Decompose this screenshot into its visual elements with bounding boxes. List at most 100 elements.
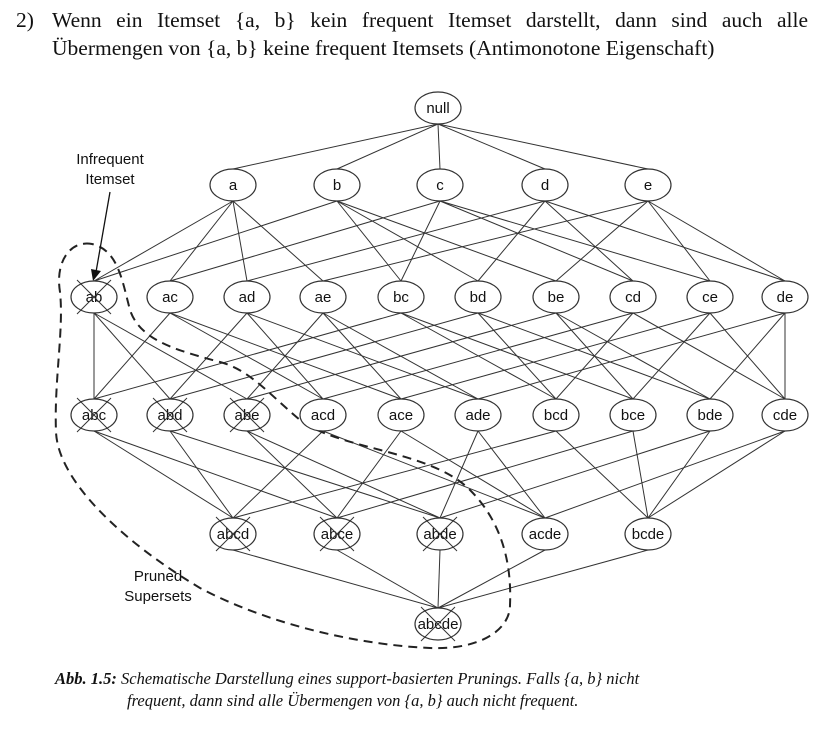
node-null: null [414, 91, 462, 125]
node-label-cde: cde [773, 407, 797, 424]
edge-bd-abd [169, 312, 479, 400]
node-ellipse-c [416, 168, 464, 202]
pruned-cross-abcde-1 [420, 606, 456, 642]
edge-ade-acde [477, 430, 546, 519]
edge-ad-abd [169, 312, 248, 400]
node-label-ad: ad [239, 289, 256, 306]
heading-line-2: Übermengen von {a, b} keine frequent Ite… [52, 36, 715, 60]
node-ellipse-ad [223, 280, 271, 314]
node-label-bde: bde [697, 407, 722, 424]
edge-null-a [232, 123, 439, 170]
node-label-ce: ce [702, 289, 718, 306]
node-label-acde: acde [529, 526, 562, 543]
heading-line-1: Wenn ein Itemset {a, b} kein frequent It… [52, 8, 808, 32]
edge-e-ce [647, 200, 711, 282]
edge-null-e [437, 123, 649, 170]
infrequent-label-line-2: Itemset [85, 171, 135, 188]
node-label-ace: ace [389, 407, 413, 424]
pruned-annotation: Pruned Supersets [124, 568, 192, 605]
infrequent-arrow-head [91, 269, 101, 281]
node-abde: abde [416, 516, 464, 552]
lattice-edges [93, 123, 786, 609]
node-de: de [761, 280, 809, 314]
edge-c-bc [400, 200, 441, 282]
edge-bcde-abcde [437, 549, 649, 609]
node-ellipse-cd [609, 280, 657, 314]
node-ellipse-cde [761, 398, 809, 432]
edge-abde-abcde [437, 549, 441, 609]
edge-acd-abcd [232, 430, 324, 519]
edge-bde-bcde [647, 430, 711, 519]
node-cd: cd [609, 280, 657, 314]
pruned-cross-abc-1 [76, 397, 112, 433]
edge-ade-abde [439, 430, 479, 519]
node-label-bcd: bcd [544, 407, 568, 424]
node-label-null: null [426, 100, 449, 117]
node-label-be: be [548, 289, 565, 306]
node-label-acd: acd [311, 407, 335, 424]
node-label-bd: bd [470, 289, 487, 306]
list-number: 2) [16, 8, 34, 32]
edge-abc-abce [93, 430, 338, 519]
pruned-cross-abce-1 [319, 516, 355, 552]
node-bd: bd [454, 280, 502, 314]
edge-bc-abc [93, 312, 402, 400]
node-label-bc: bc [393, 289, 409, 306]
node-label-de: de [777, 289, 794, 306]
node-ellipse-acde [521, 517, 569, 551]
node-c: c [416, 168, 464, 202]
edge-null-d [437, 123, 546, 170]
node-abce: abce [313, 516, 361, 552]
node-label-bce: bce [621, 407, 645, 424]
node-label-d: d [541, 177, 549, 194]
node-label-ade: ade [465, 407, 490, 424]
node-label-c: c [436, 177, 444, 194]
edge-abe-abde [246, 430, 441, 519]
edge-abc-abcd [93, 430, 234, 519]
node-label-bcde: bcde [632, 526, 665, 543]
node-ad: ad [223, 280, 271, 314]
node-e: e [624, 168, 672, 202]
pruned-region-boundary [54, 242, 512, 650]
node-label-cd: cd [625, 289, 641, 306]
node-ellipse-ae [299, 280, 347, 314]
edge-b-ab [93, 200, 338, 282]
node-bcde: bcde [624, 517, 672, 551]
pruned-cross-abde-1 [422, 516, 458, 552]
edge-c-cd [439, 200, 634, 282]
edge-e-de [647, 200, 786, 282]
node-ellipse-ace [377, 398, 425, 432]
node-label-ae: ae [315, 289, 332, 306]
edge-ae-ace [322, 312, 402, 400]
infrequent-annotation: Infrequent Itemset [76, 151, 145, 281]
node-ellipse-bc [377, 280, 425, 314]
edge-a-ab [93, 200, 234, 282]
node-ellipse-acd [299, 398, 347, 432]
edge-de-bde [709, 312, 786, 400]
node-be: be [532, 280, 580, 314]
edge-b-bc [336, 200, 402, 282]
node-ellipse-b [313, 168, 361, 202]
edge-a-ae [232, 200, 324, 282]
edge-abce-abcde [336, 549, 439, 609]
node-ellipse-bd [454, 280, 502, 314]
node-bcd: bcd [532, 398, 580, 432]
edge-be-abe [246, 312, 557, 400]
edge-ce-ace [400, 312, 711, 400]
node-ellipse-ac [146, 280, 194, 314]
edge-null-c [437, 123, 441, 170]
edge-abd-abcd [169, 430, 234, 519]
edge-bcd-abcd [232, 430, 557, 519]
infrequent-label-line-1: Infrequent [76, 151, 144, 168]
edge-a-ac [169, 200, 234, 282]
edge-cd-cde [632, 312, 786, 400]
node-ellipse-null [414, 91, 462, 125]
edge-abe-abce [246, 430, 338, 519]
edge-de-ade [477, 312, 786, 400]
node-acd: acd [299, 398, 347, 432]
node-ellipse-de [761, 280, 809, 314]
node-label-a: a [229, 177, 238, 194]
pruned-cross-ab-1 [76, 279, 112, 315]
